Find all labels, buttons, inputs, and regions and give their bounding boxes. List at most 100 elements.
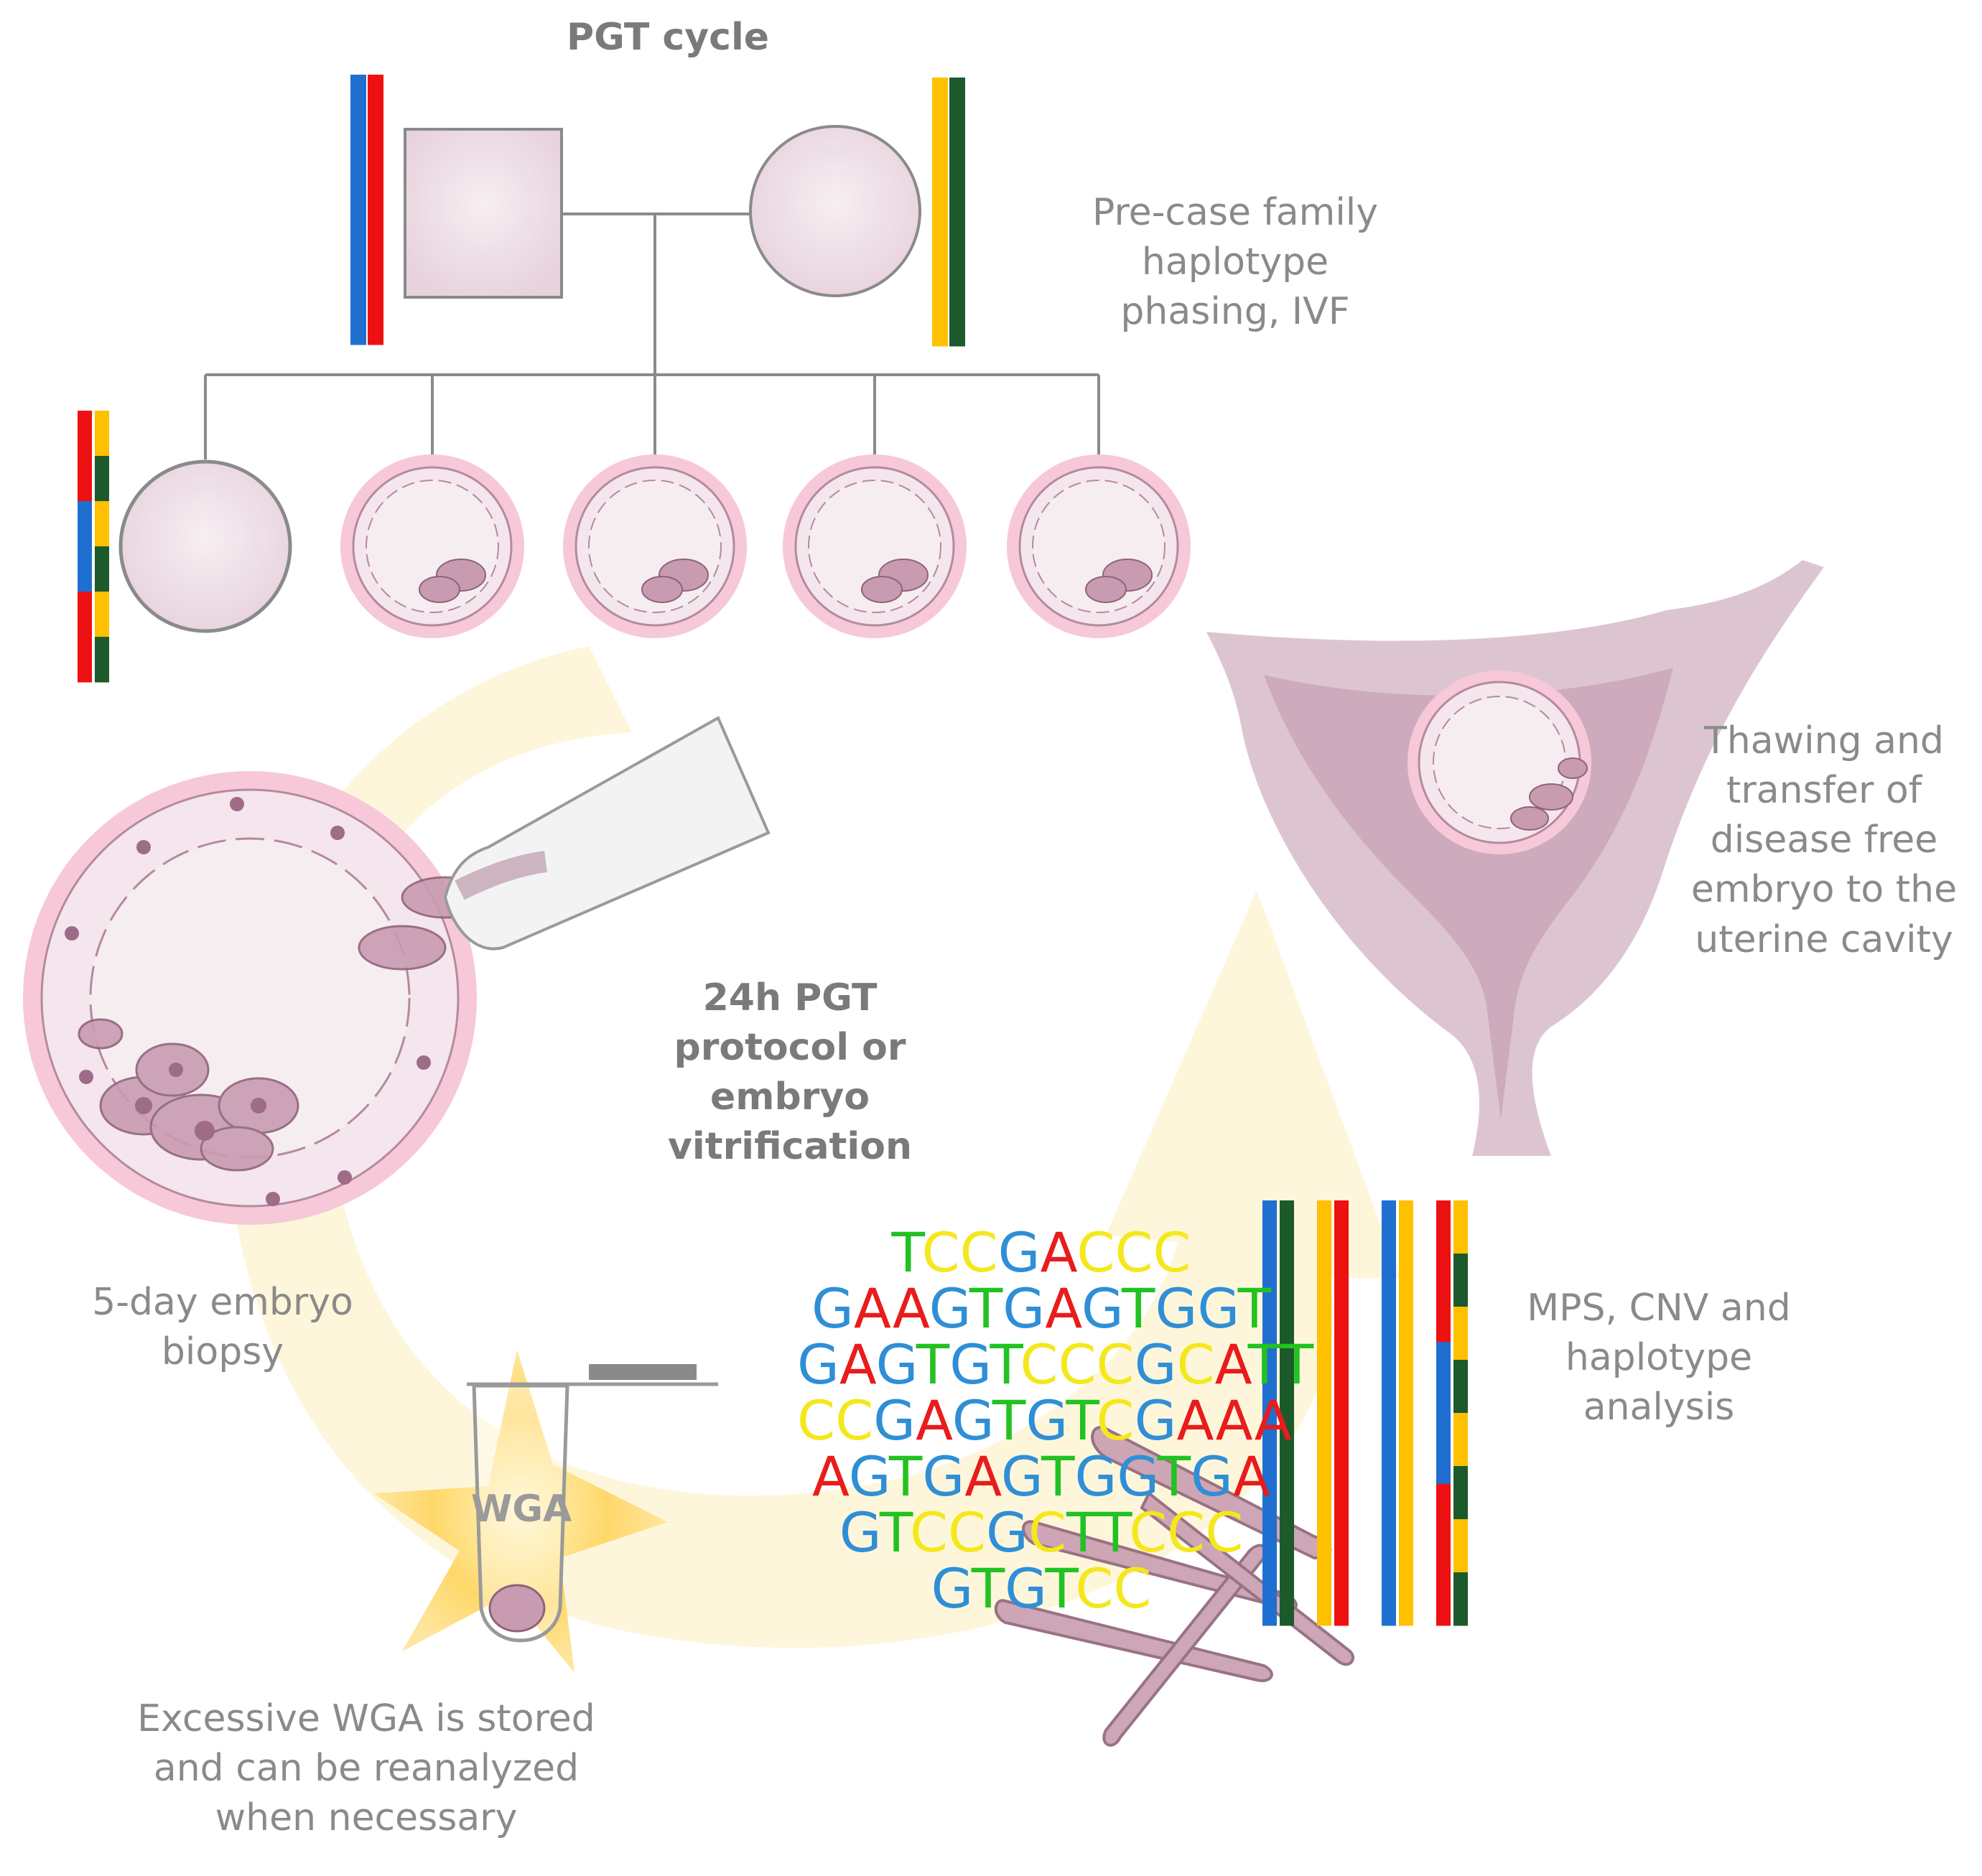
nucleotide: C [1153,1221,1191,1284]
nucleotide: G [839,1501,880,1564]
mother-circle [749,125,921,297]
father-chromosome [350,75,366,345]
nucleotide: G [1191,1445,1233,1508]
protocol-line: embryo [710,1075,870,1119]
nucleotide: T [1280,1333,1314,1396]
nucleotide: A [1215,1389,1255,1452]
embryo-4 [1007,454,1191,638]
transfer-line: disease free [1710,818,1938,862]
embryo-1 [340,454,524,638]
haplotype-bar [1453,1254,1468,1307]
wga-storage-line: Excessive WGA is stored [137,1697,595,1740]
analysis-line: MPS, CNV and [1527,1287,1791,1330]
nucleotide: T [888,1445,923,1508]
nucleotide: A [964,1445,1001,1508]
dna-sequence-line: TCCGACCC [797,1221,1285,1284]
child-chromosome [78,592,92,683]
analysis-line: haplotype [1565,1336,1753,1380]
haplotype-bar [1453,1307,1468,1361]
nucleotide: A [839,1333,876,1396]
nucleotide: G [1117,1445,1158,1508]
nucleotide: T [891,1221,922,1284]
mother-chromosome [932,78,948,347]
nucleotide: A [812,1445,849,1508]
family-phasing-line: phasing, IVF [1120,290,1350,334]
haplotype-bar [1280,1200,1294,1626]
transferred-embryo [1408,671,1591,854]
nucleotide: T [1122,1277,1155,1340]
cycle-arrow [226,646,1400,1648]
pedigree-lines [204,213,1100,463]
dna-sequence-line: GAAGTGAGTGGT [797,1277,1285,1340]
dna-sequence-line: GTCCGCTTCCC [797,1501,1285,1564]
wga-tube [373,1350,718,1673]
haplotype-bar [1453,1360,1468,1414]
nucleotide: G [929,1277,969,1340]
child-chromosome [95,501,109,547]
protocol-line: 24h PGT [702,976,878,1019]
nucleotide: A [1232,1445,1270,1508]
nucleotide: T [969,1277,1003,1340]
haplotype-bar [1453,1572,1468,1626]
nucleotide: G [797,1333,839,1396]
wga-storage-line: when necessary [215,1796,518,1840]
dna-sequence-line: GAGTGTCCCGCATT [797,1333,1313,1396]
nucleotide: G [1134,1333,1177,1396]
haplotype-bar [1317,1200,1331,1626]
protocol-line: vitrification [668,1125,912,1169]
nucleotide: T [1247,1333,1280,1396]
transfer-line: Thawing and [1704,719,1944,762]
child-circle [118,459,292,633]
embryo-2 [563,454,747,638]
nucleotide: G [997,1221,1041,1284]
nucleotide: G [1025,1389,1066,1452]
nucleotide: C [1076,1221,1115,1284]
child-chromosome [95,637,109,683]
nucleotide: A [1176,1389,1216,1452]
nucleotide: G [875,1333,916,1396]
nucleotide: G [1081,1277,1122,1340]
nucleotide: G [848,1445,889,1508]
nucleotide: T [990,1333,1020,1396]
transfer-line: uterine cavity [1695,918,1953,961]
haplotype-bar [1453,1413,1468,1467]
biopsy-pipette [443,716,771,951]
mother-chromosome [949,78,965,347]
haplotype-bar [1453,1519,1468,1573]
nucleotide: G [952,1389,992,1452]
nucleotide: G [1155,1277,1198,1340]
nucleotide: C [797,1389,836,1452]
biopsy-embryo [23,771,490,1225]
haplotype-bar [1382,1200,1396,1626]
nucleotide: T [879,1501,910,1564]
dna-sequence-line: CCGAGTGTCGAAA [797,1389,1292,1452]
nucleotide: T [1066,1501,1099,1564]
nucleotide: A [1254,1389,1292,1452]
nucleotide: C [921,1221,960,1284]
father-square [404,128,563,299]
nucleotide: A [1040,1221,1077,1284]
nucleotide: G [1134,1389,1177,1452]
child-chromosome [95,456,109,502]
title: PGT cycle [566,16,770,59]
nucleotide: C [1205,1501,1244,1564]
nucleotide: G [1197,1277,1238,1340]
nucleotide: T [992,1389,1026,1452]
nucleotide: G [949,1333,990,1396]
embryo-row [340,454,1191,638]
nucleotide: T [971,1557,1005,1620]
haplotype-bar [1436,1342,1451,1485]
nucleotide: T [1237,1277,1271,1340]
nucleotide: G [1002,1277,1046,1340]
nucleotide: T [1041,1445,1075,1508]
nucleotide: G [931,1557,972,1620]
haplotype-bar [1399,1200,1413,1626]
nucleotide: C [1096,1389,1135,1452]
haplotype-bars [1262,1200,1468,1626]
child-chromosome [95,411,109,457]
haplotype-bar [1436,1200,1451,1343]
